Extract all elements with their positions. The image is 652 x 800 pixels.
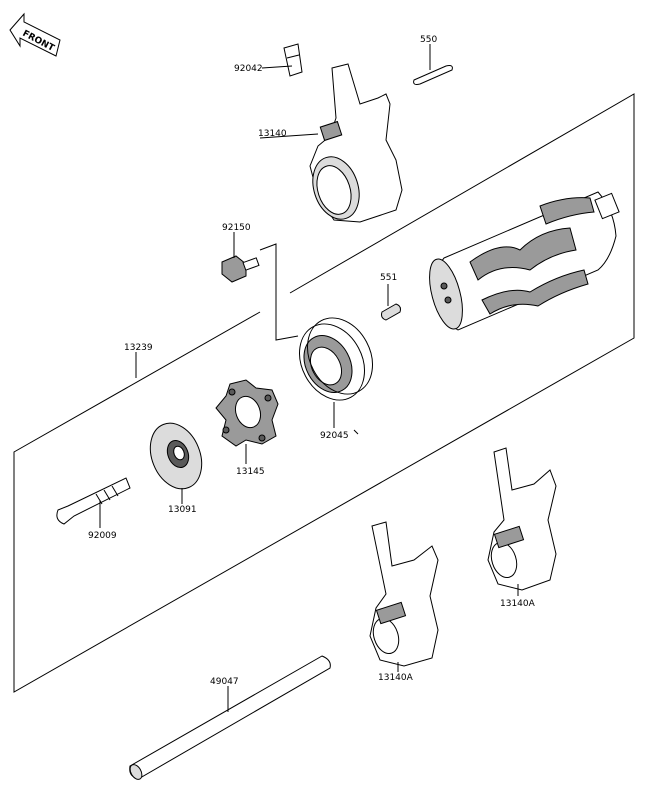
part-13091-disc [149, 422, 203, 504]
part-92009-screw [56, 477, 131, 528]
part-551-pin [381, 284, 401, 321]
part-shift-drum [429, 191, 620, 331]
callout-92009: 92009 [88, 531, 117, 541]
callout-92045: 92045 [320, 431, 349, 441]
part-92042-clip [261, 43, 303, 77]
part-49047-shaft [129, 655, 331, 780]
callout-13239: 13239 [124, 343, 153, 353]
callout-13140A-left: 13140A [378, 673, 414, 683]
part-13140A-fork-right [487, 447, 557, 596]
callout-13145: 13145 [236, 467, 265, 477]
callout-550: 550 [420, 35, 437, 45]
part-92150-bolt [221, 232, 260, 283]
part-92045-bearing [299, 317, 373, 435]
callout-92150: 92150 [222, 223, 251, 233]
part-550-pin [413, 44, 453, 85]
callout-13091: 13091 [168, 505, 197, 515]
callout-551: 551 [380, 273, 397, 283]
callout-13140: 13140 [258, 129, 287, 139]
callout-92042: 92042 [234, 64, 263, 74]
callout-13140A-right: 13140A [500, 599, 536, 609]
assembly-link-line [259, 243, 299, 341]
front-arrow-icon: FRONT [9, 12, 61, 57]
part-13145-plate [215, 379, 279, 464]
callout-49047: 49047 [210, 677, 239, 687]
part-13140A-fork-left [369, 521, 439, 672]
part-13140-shift-fork [259, 63, 403, 223]
assembly-outline [13, 93, 635, 693]
